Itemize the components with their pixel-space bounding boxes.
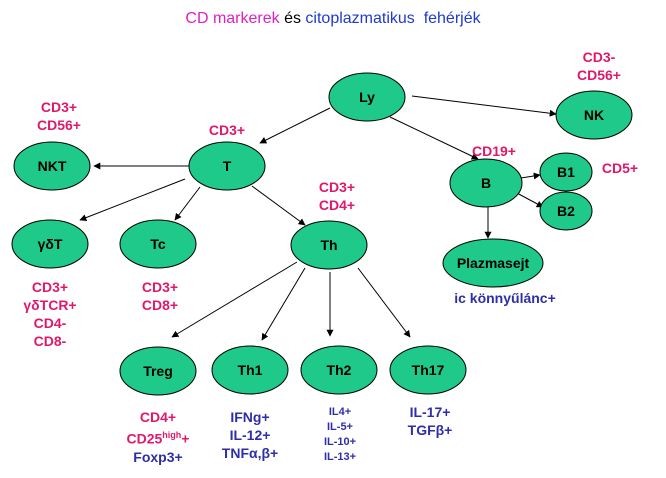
label-th2-line2: IL-5+	[327, 421, 353, 433]
arrow-b-b2	[514, 191, 544, 208]
label-b-line1: CD19+	[472, 143, 516, 159]
node-nk-label: NK	[584, 107, 604, 123]
node-b-label: B	[481, 175, 491, 191]
label-nk-line1: CD3-	[582, 49, 616, 65]
node-th-label: Th	[320, 237, 337, 253]
label-nkt: CD3+ CD56+	[20, 98, 98, 134]
node-b2: B2	[539, 191, 593, 231]
node-treg-label: Treg	[143, 363, 173, 379]
label-th17: IL-17+ TGFβ+	[392, 403, 468, 439]
node-ly-label: Ly	[359, 89, 375, 105]
label-th2-line4: IL-13+	[323, 451, 357, 463]
label-tc-line2: CD8+	[141, 297, 179, 313]
label-th2-line1: IL4+	[328, 406, 352, 418]
label-nkt-line2: CD56+	[37, 117, 81, 133]
label-gdt-line1: CD3+	[31, 279, 69, 295]
node-treg: Treg	[119, 346, 197, 396]
node-th1-label: Th1	[238, 362, 263, 378]
node-th17-label: Th17	[412, 362, 445, 378]
node-tc: Tc	[119, 219, 197, 269]
label-treg-cd25-suffix: +	[181, 430, 190, 447]
node-th17: Th17	[389, 345, 467, 395]
label-gdt-line2: γδTCR+	[23, 297, 77, 313]
arrow-ly-b	[389, 116, 479, 160]
node-b1-label: B1	[557, 164, 575, 180]
node-t-label: T	[223, 158, 232, 174]
label-treg-cd25: CD25high+	[105, 426, 211, 448]
label-t-line1: CD3+	[208, 122, 246, 138]
node-nkt-label: NKT	[38, 158, 67, 174]
label-tc-line1: CD3+	[141, 279, 179, 295]
node-b2-label: B2	[557, 203, 575, 219]
arrow-ly-nk	[411, 95, 557, 117]
label-th17-line2: TGFβ+	[407, 422, 453, 438]
arrow-th-treg	[171, 261, 298, 338]
node-th2: Th2	[300, 345, 378, 395]
node-plazmasejt-label: Plazmasejt	[457, 255, 530, 271]
label-gdt-line3: CD4-	[33, 315, 67, 331]
node-th1: Th1	[211, 345, 289, 395]
label-gdt-line4: CD8-	[33, 333, 67, 349]
label-treg: CD4+ CD25high+ Foxp3+	[105, 408, 211, 466]
label-th-line2: CD4+	[318, 197, 356, 213]
label-gdt: CD3+ γδTCR+ CD4- CD8-	[10, 278, 90, 350]
diagram-title: CD markerek és citoplazmatikus fehérjék	[0, 10, 666, 28]
node-gdt-label: γδT	[38, 236, 63, 252]
label-th1: IFNg+ IL-12+ TNFα,β+	[210, 408, 290, 462]
arrow-ly-t	[259, 107, 331, 144]
label-tc: CD3+ CD8+	[124, 278, 196, 314]
label-treg-foxp3: Foxp3+	[133, 448, 183, 465]
label-th17-line1: IL-17+	[409, 404, 451, 420]
label-nk: CD3- CD56+	[560, 48, 638, 84]
title-cd-markers: CD markerek	[185, 10, 280, 27]
label-th-line1: CD3+	[318, 179, 356, 195]
node-gdt: γδT	[11, 219, 89, 269]
label-th2: IL4+ IL-5+ IL-10+ IL-13+	[308, 405, 372, 465]
label-b1: CD5+	[592, 159, 648, 177]
label-nk-line2: CD56+	[577, 67, 621, 83]
arrow-b-b1	[520, 172, 541, 180]
node-ly: Ly	[328, 72, 406, 122]
node-t: T	[188, 141, 266, 191]
label-treg-cd25-base: CD25	[126, 430, 163, 447]
label-b1-line1: CD5+	[601, 160, 639, 176]
label-plazmasejt: ic könnyűlánc+	[430, 289, 580, 307]
title-and: és	[279, 10, 306, 27]
node-th: Th	[290, 220, 368, 270]
label-plazmasejt-line1: ic könnyűlánc+	[454, 290, 556, 306]
label-treg-cd25-sup: high	[162, 430, 182, 440]
node-th2-label: Th2	[327, 362, 352, 378]
label-t: CD3+	[195, 121, 259, 139]
arrow-th-th17	[357, 267, 411, 338]
node-b: B	[449, 158, 523, 208]
label-th1-line1: IFNg+	[230, 409, 270, 425]
label-th2-line3: IL-10+	[323, 436, 357, 448]
node-plazmasejt: Plazmasejt	[442, 238, 544, 288]
label-th: CD3+ CD4+	[302, 178, 372, 214]
label-treg-cd4: CD4+	[139, 409, 177, 425]
arrow-t-th	[251, 185, 306, 226]
label-th1-line2: IL-12+	[229, 427, 271, 443]
label-b: CD19+	[458, 142, 530, 160]
node-nk: NK	[555, 90, 633, 140]
label-th1-line3: TNFα,β+	[221, 445, 279, 461]
label-nkt-line1: CD3+	[40, 99, 78, 115]
node-nkt: NKT	[13, 141, 91, 191]
arrow-t-tc	[174, 186, 201, 221]
arrow-t-gdt	[79, 178, 186, 221]
node-b1: B1	[539, 152, 593, 192]
arrow-th-th1	[261, 267, 306, 341]
title-cytoplasmic-proteins: citoplazmatikus fehérjék	[305, 10, 481, 27]
node-tc-label: Tc	[150, 236, 166, 252]
